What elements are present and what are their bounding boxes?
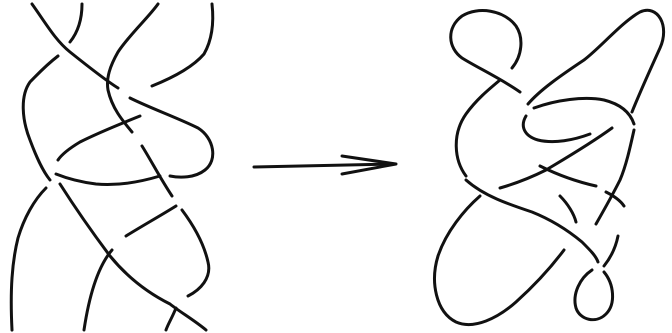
transform-arrow [254, 156, 396, 174]
knot-strand-6 [500, 128, 612, 188]
knot-strand-3 [528, 10, 664, 112]
knot-strand-1 [451, 11, 521, 92]
knot-strand-12 [435, 196, 564, 325]
knot-strand-14 [604, 236, 618, 266]
braid-strand-4-cont [58, 116, 140, 160]
knot-strand-9 [540, 166, 596, 186]
left-braid-figure [11, 4, 213, 330]
braid-strand-5 [56, 174, 160, 185]
braid-strand-10 [182, 210, 209, 296]
knot-strand-4 [534, 98, 634, 124]
braid-strand-1 [32, 4, 118, 88]
braid-strand-1-cont [130, 98, 213, 177]
braid-strand-4 [152, 4, 213, 86]
braid-strand-9 [84, 250, 112, 330]
braid-strand-6 [11, 188, 46, 330]
knot-strand-8 [466, 180, 598, 262]
braid-strand-8 [126, 206, 176, 236]
arrow-shaft [254, 164, 392, 167]
braid-strand-3 [107, 4, 158, 132]
knot-strand-11 [560, 196, 576, 222]
braid-strand-11 [166, 308, 176, 330]
knot-strand-7 [596, 130, 634, 224]
braid-strand-3-cont [142, 146, 172, 196]
braid-strand-2 [70, 4, 82, 42]
knot-strand-2 [456, 80, 500, 176]
braid-strand-7 [60, 184, 206, 330]
knot-strand-13 [575, 270, 613, 320]
right-knot-figure [435, 10, 664, 324]
knot-strand-5 [523, 116, 590, 142]
braid-strand-2-cont [23, 56, 58, 180]
